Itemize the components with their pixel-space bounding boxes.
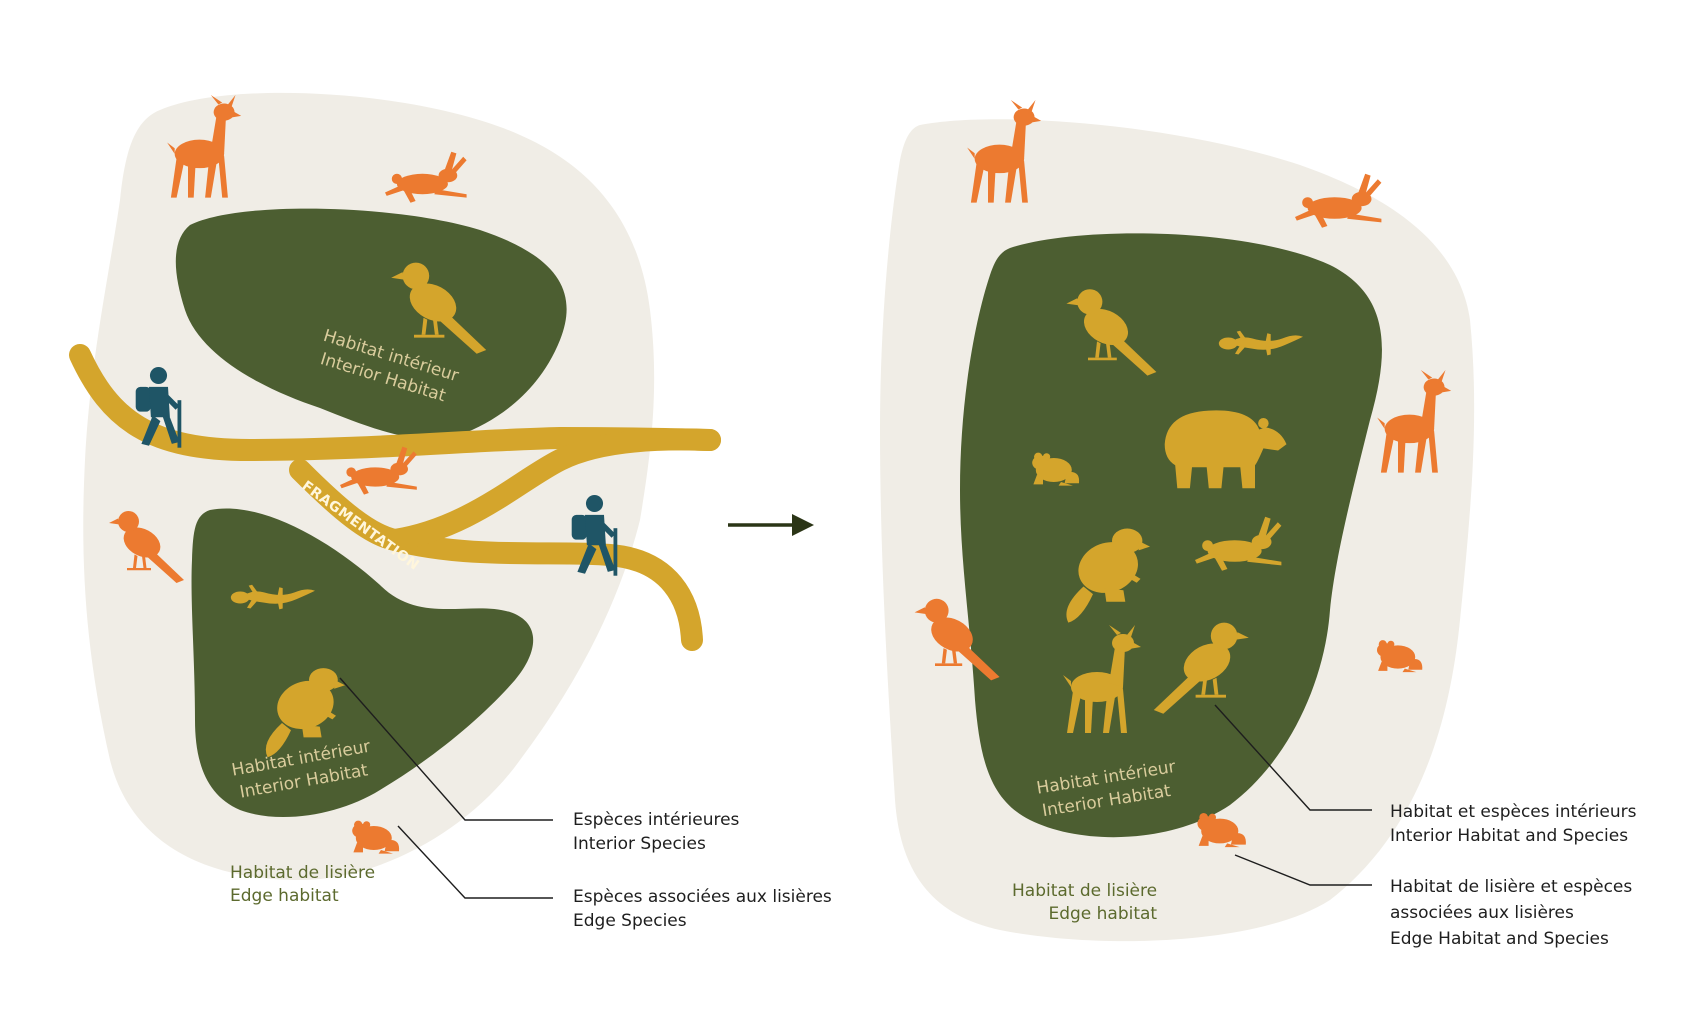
left-panel xyxy=(69,92,721,899)
legend-en: Interior Habitat and Species xyxy=(1390,826,1629,846)
leader-line-interior-habitat-species xyxy=(1214,704,1372,811)
right-interior-patch xyxy=(960,233,1382,838)
edge-label-fr: Habitat de lisière xyxy=(1012,881,1158,901)
arrow-right-icon xyxy=(728,514,814,536)
left-top-interior-patch xyxy=(175,208,567,440)
legend-fr: Espèces intérieures xyxy=(573,810,740,830)
fragmentation-trail-branch xyxy=(384,529,703,651)
legend-en: Edge Species xyxy=(573,911,687,931)
legend-fr: Espèces associées aux lisières xyxy=(573,887,832,907)
legend-right-interior-habitat-species: Habitat et espèces intérieurs Interior H… xyxy=(1390,800,1636,848)
fragmentation-trail-connector xyxy=(289,428,721,552)
edge-label-en: Edge habitat xyxy=(1048,904,1158,924)
legend-en: Edge Habitat and Species xyxy=(1390,929,1609,949)
right-edge-habitat-label: Habitat de lisière Edge habitat xyxy=(1012,880,1157,926)
legend-fr-line2: associées aux lisières xyxy=(1390,903,1574,923)
legend-fr-line1: Habitat de lisière et espèces xyxy=(1390,877,1633,897)
legend-left-interior-species: Espèces intérieures Interior Species xyxy=(573,808,739,856)
edge-label-fr: Habitat de lisière xyxy=(230,863,376,883)
left-edge-habitat-label: Habitat de lisière Edge habitat xyxy=(230,862,375,908)
legend-left-edge-species: Espèces associées aux lisières Edge Spec… xyxy=(573,885,832,933)
leader-line-edge-species xyxy=(397,825,553,899)
legend-fr: Habitat et espèces intérieurs xyxy=(1390,802,1637,822)
legend-en: Interior Species xyxy=(573,834,706,854)
right-panel xyxy=(880,100,1475,942)
leader-line-interior-species xyxy=(339,677,553,821)
leader-line-edge-habitat-species xyxy=(1234,854,1372,886)
legend-right-edge-habitat-species: Habitat de lisière et espèces associées … xyxy=(1390,874,1632,952)
edge-label-en: Edge habitat xyxy=(230,886,339,906)
